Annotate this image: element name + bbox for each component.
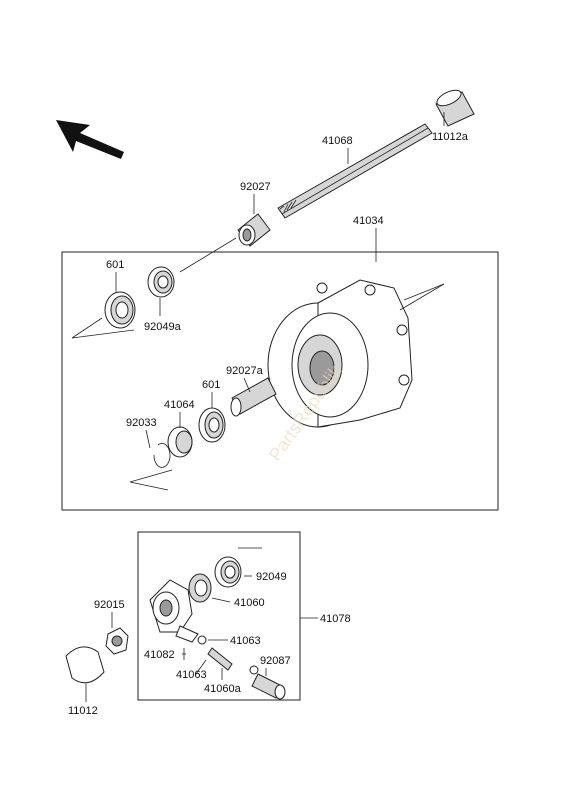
collar-92027 [237,213,271,247]
label-601-top: 601 [106,259,124,271]
label-41063-b: 41063 [176,669,207,681]
label-41063-a: 41063 [230,635,261,647]
label-92015: 92015 [94,599,125,611]
gear-housing [149,579,199,643]
hub-assembly-box [61,251,499,511]
label-92049: 92049 [256,571,287,583]
label-11012: 11012 [68,705,98,717]
wheel-hub [267,279,445,428]
spacer-92027a [230,377,277,417]
label-41082: 41082 [144,649,175,661]
speedometer-gear-box [137,531,301,701]
cap-11012 [65,646,105,684]
nut-92015 [105,627,129,655]
label-41034: 41034 [353,215,384,227]
label-92027a: 92027a [226,365,264,377]
seal-41064 [167,426,193,458]
seal-92049 [214,556,242,588]
collar-11012a [435,89,475,127]
seal-92049a [147,266,175,298]
label-601-mid: 601 [202,379,220,391]
label-41064: 41064 [164,399,195,411]
front-direction-arrow-icon [56,120,124,159]
bushing-92087 [251,673,286,700]
label-41060: 41060 [234,597,265,609]
gear-41060 [188,573,212,603]
label-41068: 41068 [322,135,353,147]
label-92027: 92027 [240,181,271,193]
label-92033: 92033 [126,417,157,429]
washer-41063-b [249,665,259,675]
label-92049a: 92049a [144,321,182,333]
label-41078: 41078 [320,613,351,625]
label-92087: 92087 [260,655,291,667]
label-41060a: 41060a [204,683,242,695]
circlip-92033 [153,443,171,468]
axle-41068 [277,123,433,219]
bearing-601-inner [198,407,226,443]
bearing-601-outer [104,291,136,329]
washer-41063-a [197,635,207,645]
pinion-41060a [207,647,233,671]
label-11012a: 11012a [432,131,469,143]
